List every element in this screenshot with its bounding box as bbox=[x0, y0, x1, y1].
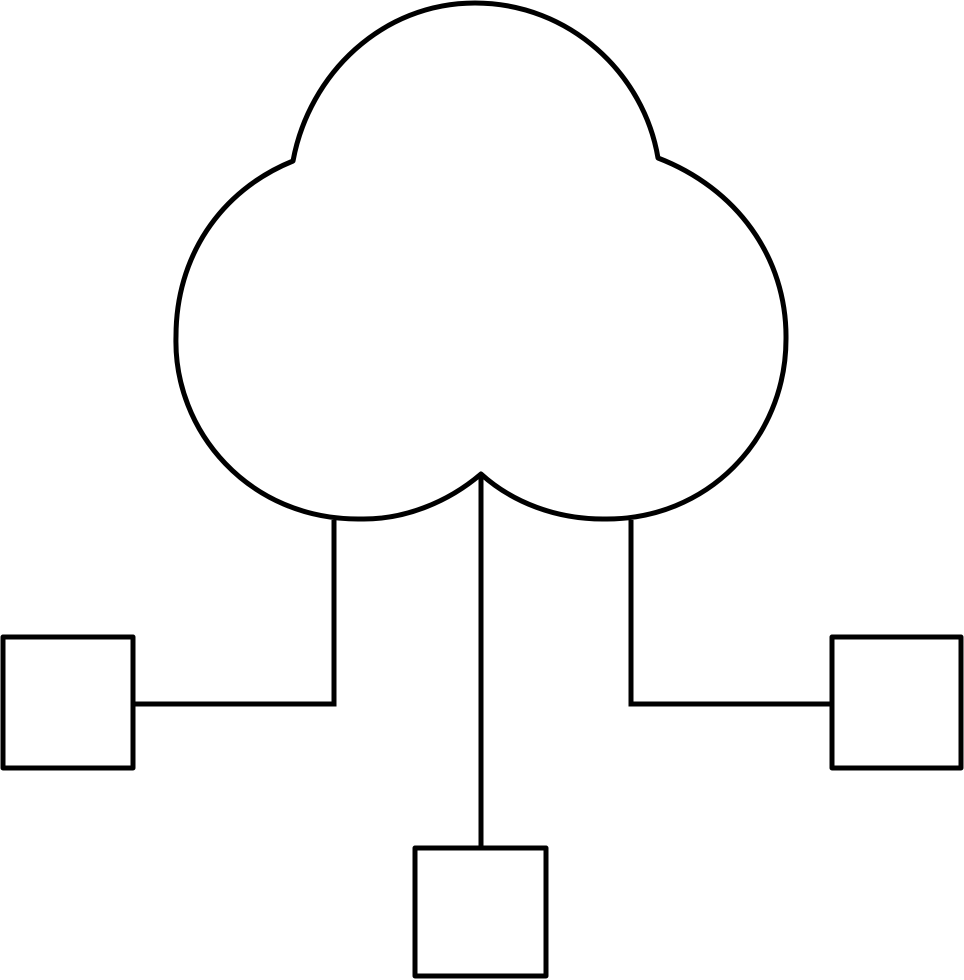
node-center-icon bbox=[412, 845, 549, 979]
node-right-icon bbox=[829, 634, 964, 771]
node-left-icon bbox=[0, 634, 136, 771]
connector-left-line bbox=[133, 520, 337, 707]
cloud-icon bbox=[173, 0, 789, 522]
connector-right-line bbox=[628, 520, 832, 707]
